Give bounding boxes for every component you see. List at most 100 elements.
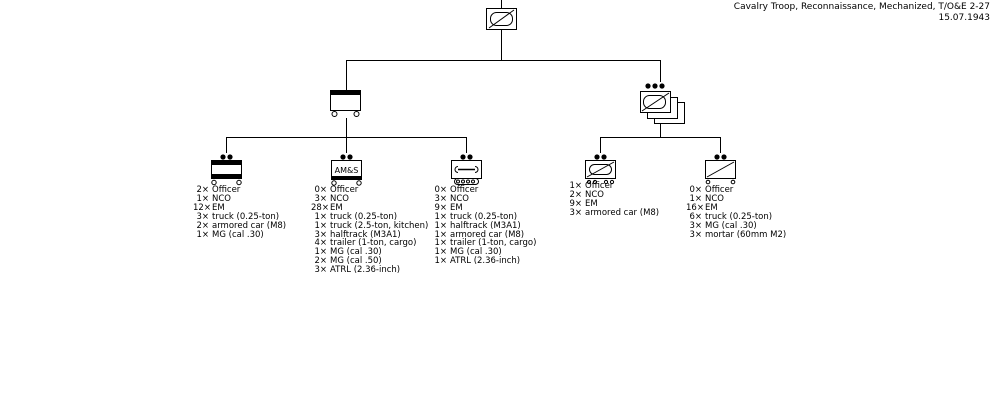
equipment-row: 28×EM [311,202,428,213]
equipment-label: NCO [212,193,231,204]
equipment-row: 2×Officer [193,186,286,195]
equipment-count: 3× [314,229,327,240]
equipment-count: 0× [434,185,447,195]
equipment-label: Officer [705,185,734,195]
chart-title: Cavalry Troop, Reconnaissance, Mechanize… [734,2,990,24]
equipment-count: 1× [689,193,702,204]
platoon-hq-symbol [585,154,616,185]
equipment-row: 1×truck (2.5-ton, kitchen) [311,220,429,231]
equipment-row: 1×NCO [193,193,286,204]
equipment-label: NCO [330,193,349,204]
equipment-label: NCO [705,193,724,204]
equipment-row: 0×Officer [311,186,428,195]
equipment-label: Officer [450,185,479,195]
equipment-row: 1×truck (0.25-ton) [311,211,428,222]
title-line-1: Cavalry Troop, Reconnaissance, Mechanize… [733,2,990,12]
equipment-row: 3×NCO [431,193,536,204]
equipment-count: 3× [569,207,582,218]
equipment-label: EM [585,198,598,209]
equipment-label: MG (cal .30) [330,247,382,258]
equipment-label: ATRL (2.36-inch) [330,265,401,276]
troop-symbol [486,8,517,30]
equipment-row: 3×MG (cal .30) [686,220,786,231]
equipment-label: truck (2.5-ton, kitchen) [330,220,429,231]
equipment-row: 16×EM [686,202,786,213]
equipment-row: 4×trailer (1-ton, cargo) [311,239,428,248]
equipment-row: 1×NCO [686,193,786,204]
equipment-row: 2×armored car (M8) [193,220,287,231]
equipment-count: 28× [311,202,329,213]
equipment-row: 1×ATRL (2.36-inch) [431,257,536,266]
equipment-label: halftrack (M3A1) [330,229,401,240]
equipment-count: 12× [193,202,211,213]
equipment-label: NCO [585,189,604,200]
platoon-symbol [640,83,685,124]
equipment-label: trailer (1-ton, cargo) [450,238,537,249]
equipment-label: truck (0.25-ton) [450,211,518,222]
equipment-row: 2×MG (cal .50) [311,257,428,266]
equipment-row: 2×NCO [566,189,659,200]
mortar-section-symbol [705,154,736,185]
equipment-row: 9×EM [431,202,536,213]
equipment-count: 4× [314,238,327,249]
equipment-label: mortar (60mm M2) [705,229,787,240]
trains-symbol [330,90,361,117]
equipment-count: 1× [434,256,447,267]
equipment-row: 3×truck (0.25-ton) [193,211,286,222]
equipment-count: 1× [196,229,209,240]
equipment-label: Officer [585,181,614,191]
equipment-count: 3× [689,229,702,240]
equipment-count: 3× [689,220,702,231]
equipment-count: 1× [314,247,327,258]
equipment-row: 9×EM [566,198,659,209]
equipment-label: armored car (M8) [585,207,660,218]
equipment-label: EM [705,202,718,213]
equipment-count: 9× [569,198,582,209]
equipment-row: 3×NCO [311,193,428,204]
equipment-label: NCO [450,193,469,204]
equipment-label: ATRL (2.36-inch) [450,256,521,267]
equipment-row: 1×MG (cal .30) [431,248,536,257]
equipment-label: MG (cal .30) [705,220,757,231]
equipment-count: 1× [434,238,447,249]
equipment-row: 1×trailer (1-ton, cargo) [431,239,536,248]
equipment-count: 1× [314,220,327,231]
troop-hq-symbol [211,154,242,186]
equipment-row: 1×armored car (M8) [431,230,536,240]
equipment-label: MG (cal .50) [330,256,382,267]
equipment-label: MG (cal .30) [450,247,502,258]
equipment-label: halftrack (M3A1) [450,220,521,231]
equipment-label: truck (0.25-ton) [705,211,773,222]
equipment-label: armored car (M8) [212,220,287,231]
equipment-row: 12×EM [193,202,286,213]
equipment-count: 3× [314,265,327,276]
maintenance-symbol [451,154,482,185]
equipment-row: 6×truck (0.25-ton) [686,211,786,222]
equipment-count: 3× [196,211,209,222]
equipment-count: 1× [314,211,327,222]
title-date: 15.07.1943 [938,13,990,23]
equipment-row: 3×armored car (M8) [566,207,660,218]
equipment-count: 2× [314,256,327,267]
equipment-count: 1× [434,220,447,231]
equipment-label: truck (0.25-ton) [212,211,280,222]
equipment-count: 1× [434,247,447,258]
equipment-count: 9× [434,202,447,213]
equipment-label: trailer (1-ton, cargo) [330,238,417,249]
equipment-row: 1×MG (cal .30) [311,248,428,257]
equipment-row: 1×truck (0.25-ton) [431,211,536,222]
equipment-row: 0×Officer [431,186,536,195]
equipment-count: 1× [569,181,582,191]
equipment-count: 2× [196,220,209,231]
equipment-count: 6× [689,211,702,222]
equipment-count: 1× [196,193,209,204]
equipment-count: 2× [196,185,209,195]
equipment-label: EM [450,202,463,213]
ams-symbol: AM&S [331,154,362,186]
ams-label: AM&S [335,166,359,175]
equipment-count: 3× [434,193,447,204]
